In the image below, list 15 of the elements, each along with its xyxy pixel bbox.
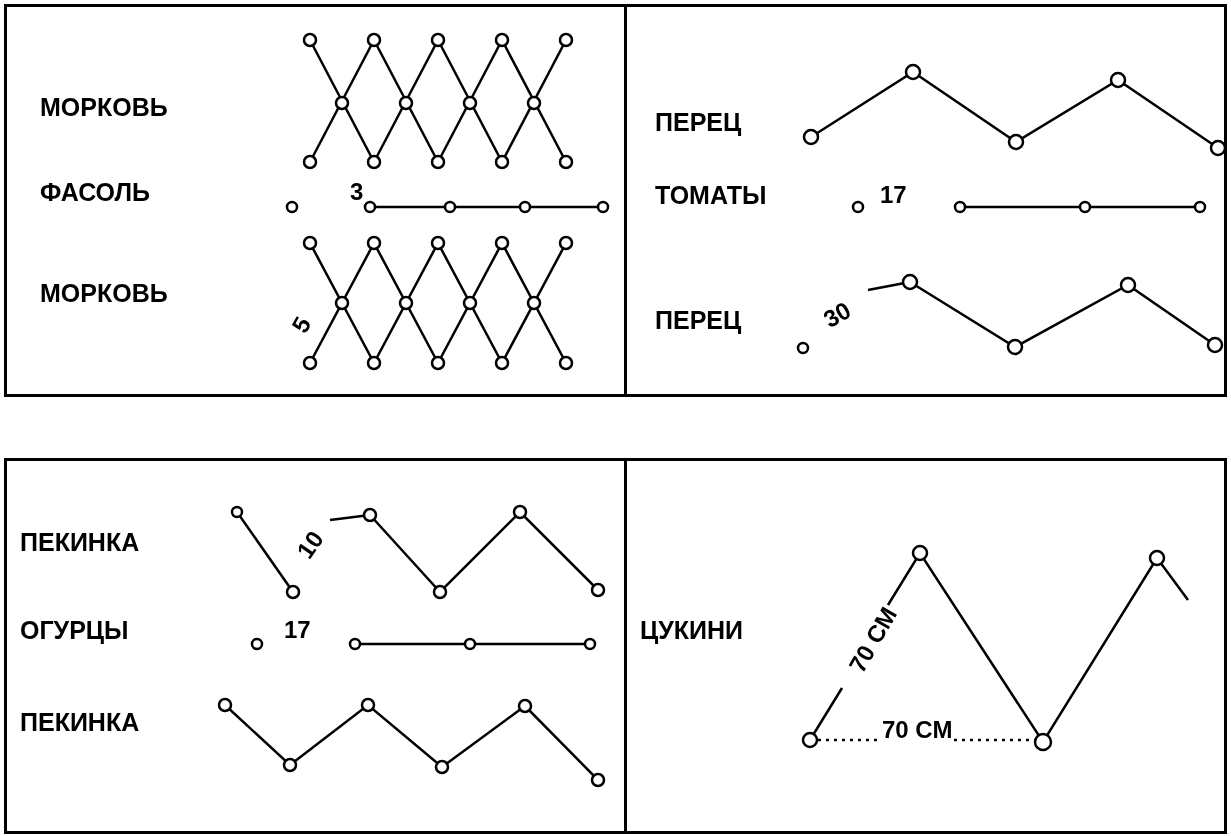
garden-bed-panel	[624, 458, 1227, 834]
crop-label: ПЕКИНКА	[20, 710, 140, 735]
garden-bed-panel	[624, 4, 1227, 397]
crop-label: МОРКОВЬ	[40, 281, 168, 306]
crop-label: ЦУКИНИ	[640, 618, 744, 643]
crop-label: ПЕРЕЦ	[655, 308, 742, 333]
crop-label: ТОМАТЫ	[655, 183, 767, 208]
dimension-label: 3	[348, 180, 366, 204]
crop-label: ОГУРЦЫ	[20, 618, 129, 643]
crop-label: ФАСОЛЬ	[40, 180, 150, 205]
crop-label: ПЕРЕЦ	[655, 110, 742, 135]
garden-bed-panel	[4, 458, 627, 834]
crop-label: ПЕКИНКА	[20, 530, 140, 555]
crop-label: МОРКОВЬ	[40, 95, 168, 120]
garden-bed-panel	[4, 4, 627, 397]
